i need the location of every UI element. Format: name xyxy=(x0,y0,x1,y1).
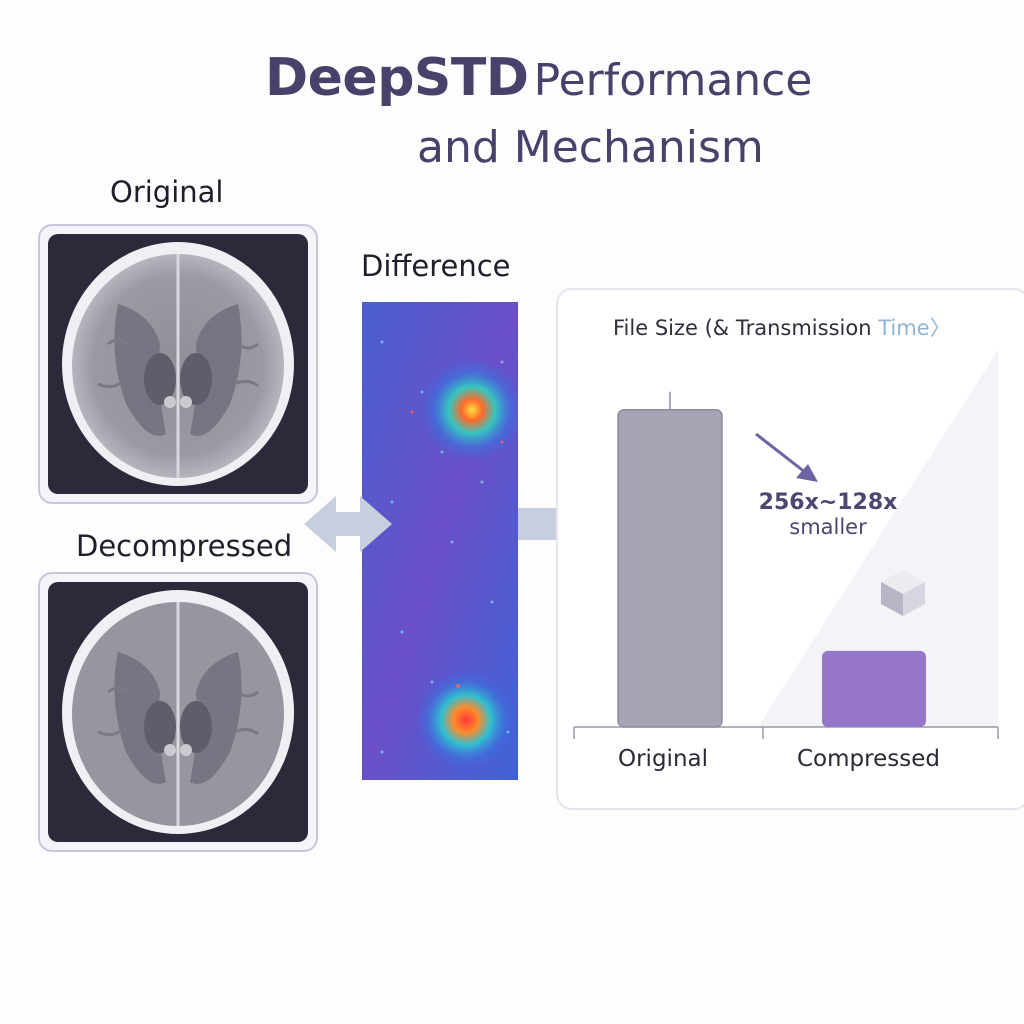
chart-title: File Size (& Transmission Time〉 xyxy=(613,312,951,342)
arrow-left-right-icon xyxy=(304,496,392,552)
compression-ratio: 256x~128x xyxy=(758,490,898,515)
page-title: DeepSTD Performance xyxy=(265,52,885,104)
original-label: Original xyxy=(110,175,224,209)
decompressed-scan-image xyxy=(48,582,308,842)
chevron-right-icon: 〉 xyxy=(929,316,951,340)
compression-ratio-annotation: 256x~128x smaller xyxy=(748,490,908,539)
file-size-chart-card xyxy=(556,288,1024,810)
file-size-chart xyxy=(573,350,999,739)
chart-title-accent: Time xyxy=(878,316,930,340)
cube-icon-right xyxy=(903,582,925,616)
category-label-original: Original xyxy=(618,746,709,772)
down-right-arrow-head xyxy=(796,464,818,482)
difference-label: Difference xyxy=(361,249,511,283)
decompressed-scan-frame xyxy=(38,572,318,852)
difference-heatmap xyxy=(362,302,518,780)
chart-background-shade xyxy=(758,350,998,727)
title-rest: Performance xyxy=(533,55,813,106)
compression-ratio-text: smaller xyxy=(789,515,867,540)
category-label-compressed: Compressed xyxy=(797,746,940,772)
bar-original xyxy=(617,408,723,728)
decompressed-label: Decompressed xyxy=(76,529,293,563)
original-scan-image xyxy=(48,234,308,494)
original-scan-frame xyxy=(38,224,318,504)
down-right-arrow-icon xyxy=(755,432,811,478)
title-bold: DeepSTD xyxy=(265,48,529,108)
cube-icon-left xyxy=(881,582,903,616)
bar-compressed xyxy=(822,650,926,727)
page-subtitle: and Mechanism xyxy=(417,122,764,173)
chart-title-text: File Size (& Transmission xyxy=(613,316,872,340)
